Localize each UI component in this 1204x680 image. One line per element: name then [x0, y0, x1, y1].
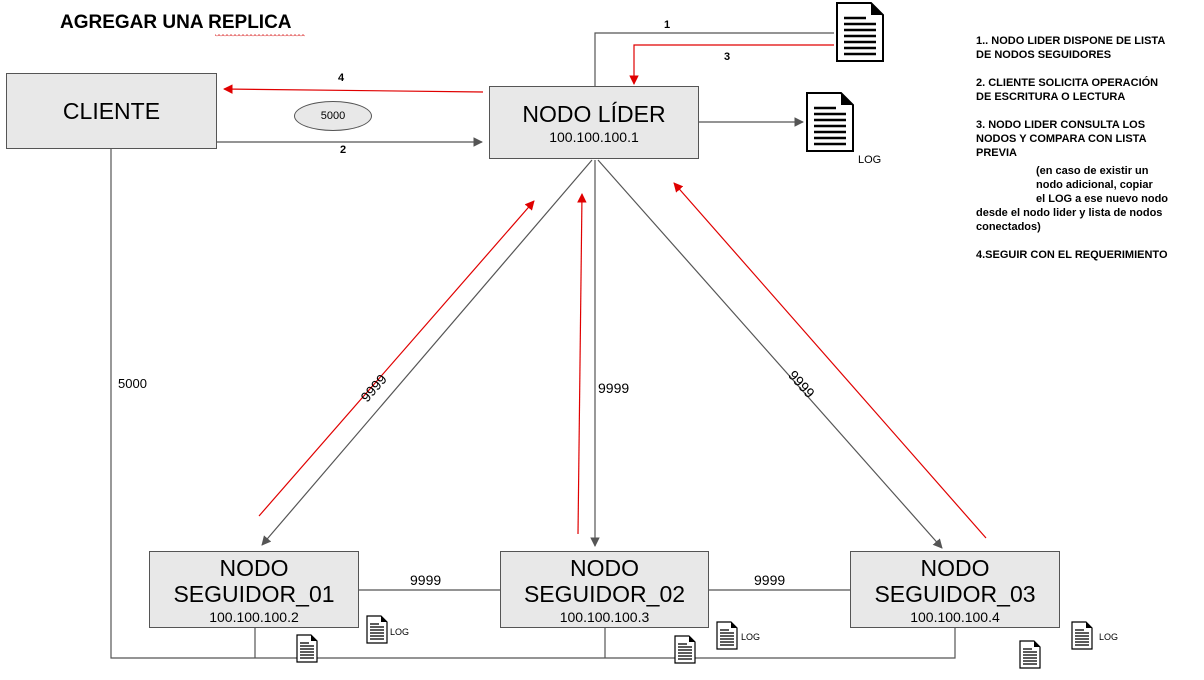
step-2-label: 2 [340, 144, 347, 156]
node-lider[interactable]: NODO LÍDER 100.100.100.1 [489, 86, 699, 159]
step-4-label: 4 [338, 72, 345, 84]
leader-log-icon [806, 92, 854, 152]
arrow-step4-lider-to-cliente [223, 84, 484, 94]
notes-panel: 1.. NODO LIDER DISPONE DE LISTA DE NODOS… [976, 34, 1191, 276]
line-step1-lider-to-list [594, 32, 834, 86]
s3-log-icon [1071, 621, 1093, 650]
note-3-indent: (en caso de existir un nodo adicional, c… [1036, 165, 1169, 205]
s1-label-line2: SEGUIDOR_01 [173, 580, 335, 607]
s1-log-label: LOG [390, 627, 410, 637]
red-arrow-s1-to-lider [258, 200, 535, 517]
port-s2-s3-label: 9999 [754, 572, 786, 588]
step-1-label: 1 [664, 19, 671, 31]
s3-label-line2: SEGUIDOR_03 [874, 580, 1036, 607]
red-arrow-s3-to-lider [673, 182, 987, 539]
note-1: 1.. NODO LIDER DISPONE DE LISTA DE NODOS… [976, 35, 1166, 61]
note-3: 3. NODO LIDER CONSULTA LOS NODOS Y COMPA… [976, 119, 1147, 159]
s2-label-line2: SEGUIDOR_02 [523, 580, 686, 607]
note-2: 2. CLIENTE SOLICITA OPERACIÓN DE ESCRITU… [976, 77, 1159, 103]
s3-ip: 100.100.100.4 [910, 608, 1000, 625]
node-cliente[interactable]: CLIENTE [6, 73, 217, 149]
s3-log-label: LOG [1099, 632, 1119, 642]
s2-bus-doc-icon [674, 635, 696, 664]
s2-log-icon [716, 621, 738, 650]
cliente-label: CLIENTE [62, 98, 161, 124]
s1-label-line1: NODO [219, 554, 289, 581]
s3-bus-doc-icon [1019, 640, 1041, 669]
node-seguidor-01[interactable]: NODO SEGUIDOR_01 100.100.100.2 [149, 551, 359, 628]
node-seguidor-02[interactable]: NODO SEGUIDOR_02 100.100.100.3 [500, 551, 709, 628]
red-arrow-s2-to-lider [577, 193, 587, 535]
s1-bus-doc-icon [296, 634, 318, 663]
s3-label-line1: NODO [920, 554, 990, 581]
s2-label-line1: NODO [570, 554, 639, 581]
client-port-label: 5000 [118, 376, 147, 391]
arrow-lider-to-s3 [597, 159, 943, 549]
node-seguidor-03[interactable]: NODO SEGUIDOR_03 100.100.100.4 [850, 551, 1060, 628]
leader-log-label: LOG [858, 154, 882, 166]
line-client-bus [110, 149, 956, 659]
note-3-continued: desde el nodo lider y lista de nodos con… [976, 207, 1163, 233]
page-title: AGREGAR UNA REPLICA [60, 12, 292, 33]
s2-log-label: LOG [741, 632, 761, 642]
s2-ip: 100.100.100.3 [559, 608, 650, 625]
arrow-lider-to-s1 [261, 159, 593, 546]
spellcheck-underline [215, 34, 305, 37]
document-list-icon [836, 2, 884, 62]
note-4: 4.SEGUIR CON EL REQUERIMIENTO [976, 249, 1168, 261]
arrow-step3-list-to-lider [629, 44, 834, 85]
s1-log-icon [366, 615, 388, 644]
port-center-label: 9999 [598, 380, 630, 396]
port-bubble: 5000 [294, 101, 372, 131]
lider-label: NODO LÍDER [522, 100, 666, 127]
port-s1-s2-label: 9999 [410, 572, 442, 588]
lider-ip: 100.100.100.1 [549, 128, 639, 145]
s1-ip: 100.100.100.2 [209, 608, 299, 625]
step-3-label: 3 [724, 51, 731, 63]
